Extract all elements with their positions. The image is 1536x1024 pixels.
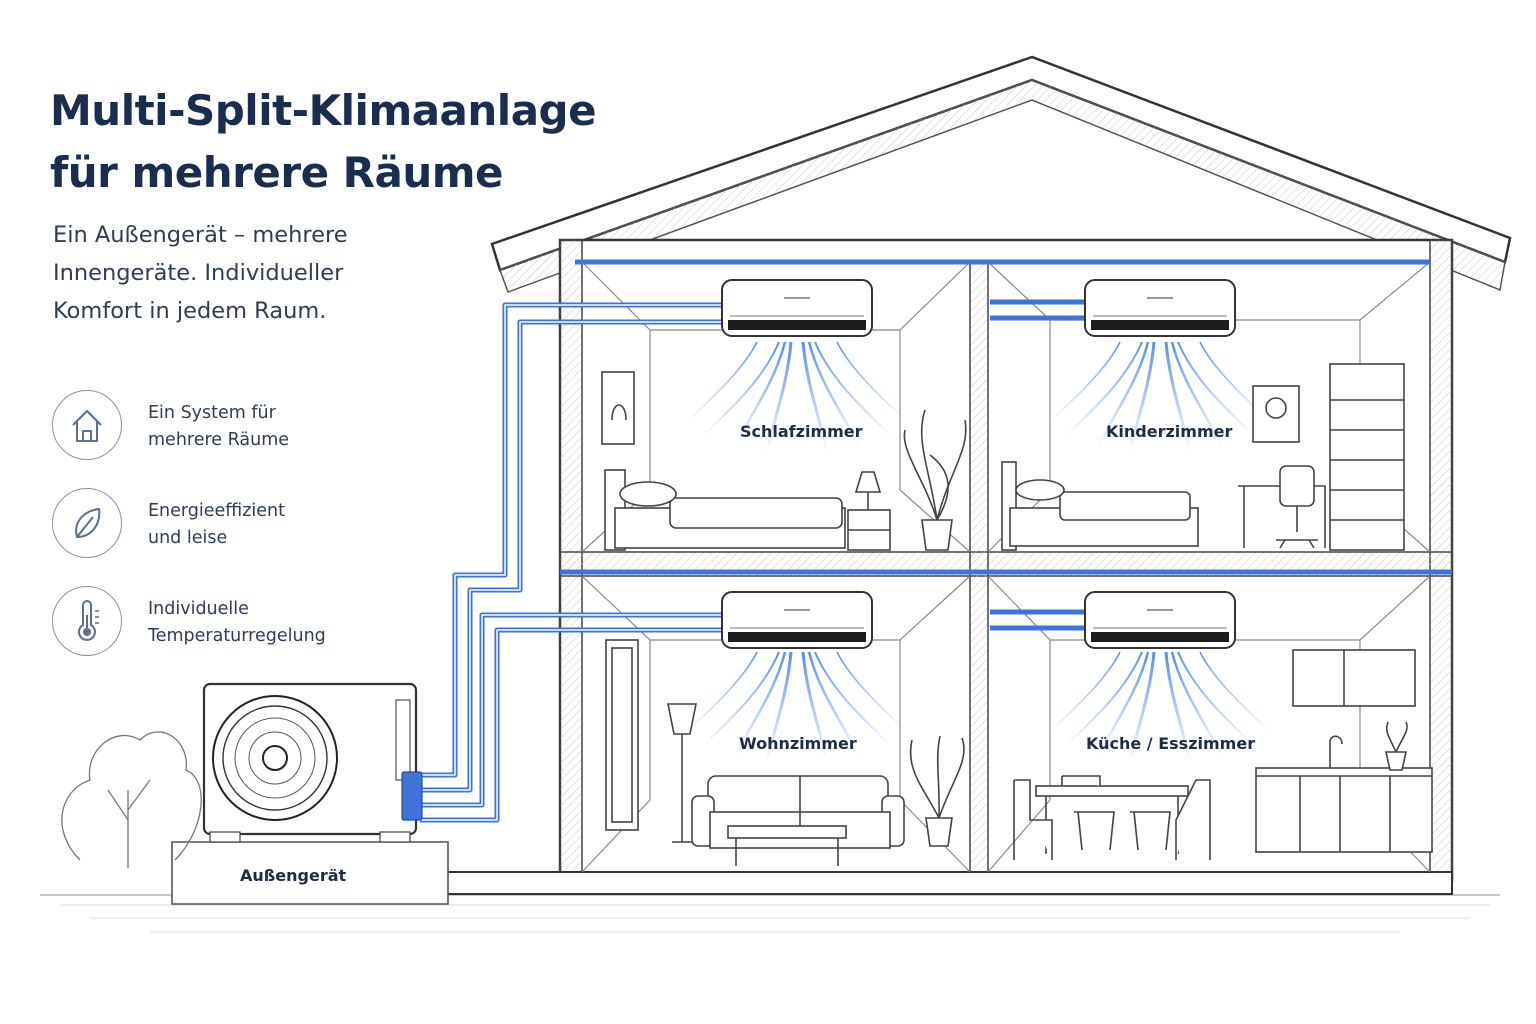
outdoor-unit-label: Außengerät — [240, 866, 347, 885]
leaf-icon — [52, 488, 122, 558]
feature-line: mehrere Räume — [148, 430, 290, 450]
feature-text: Individuelle Temperaturregelung — [148, 596, 326, 650]
feature-temperature: Individuelle Temperaturregelung — [52, 586, 392, 658]
subtitle: Ein Außengerät – mehrere Innengeräte. In… — [53, 216, 393, 330]
feature-line: Temperaturregelung — [148, 626, 326, 646]
subtitle-line-1: Ein Außengerät – mehrere — [53, 222, 348, 248]
title-line-2: für mehrere Räume — [50, 148, 504, 197]
bedroom-furniture — [601, 371, 967, 551]
house-icon — [52, 390, 122, 460]
feature-text: Energieeffizient und leise — [148, 498, 285, 552]
bush — [61, 731, 202, 868]
room-label-kinderzimmer: Kinderzimmer — [1106, 422, 1233, 441]
kitchen-furniture — [1013, 649, 1433, 860]
livingroom-furniture — [605, 639, 965, 866]
subtitle-line-2: Innengeräte. Individueller — [53, 260, 344, 286]
feature-line: Energieeffizient — [148, 501, 285, 521]
page-title: Multi-Split-Klimaanlage für mehrere Räum… — [50, 80, 650, 204]
feature-line: Ein System für — [148, 403, 276, 423]
feature-efficiency: Energieeffizient und leise — [52, 488, 392, 560]
room-label-schlafzimmer: Schlafzimmer — [740, 422, 863, 441]
kidsroom-furniture — [1001, 363, 1405, 551]
feature-one-system: Ein System für mehrere Räume — [52, 390, 392, 462]
feature-line: und leise — [148, 528, 228, 548]
subtitle-line-3: Komfort in jedem Raum. — [53, 298, 327, 324]
title-line-1: Multi-Split-Klimaanlage — [50, 86, 597, 135]
feature-text: Ein System für mehrere Räume — [148, 400, 289, 454]
outdoor-unit — [171, 682, 449, 905]
refrigerant-pipes — [420, 259, 1452, 823]
feature-line: Individuelle — [148, 599, 249, 619]
room-label-wohnzimmer: Wohnzimmer — [739, 734, 857, 753]
room-label-kueche: Küche / Esszimmer — [1086, 734, 1256, 753]
roof — [490, 55, 1512, 293]
thermometer-icon — [52, 586, 122, 656]
